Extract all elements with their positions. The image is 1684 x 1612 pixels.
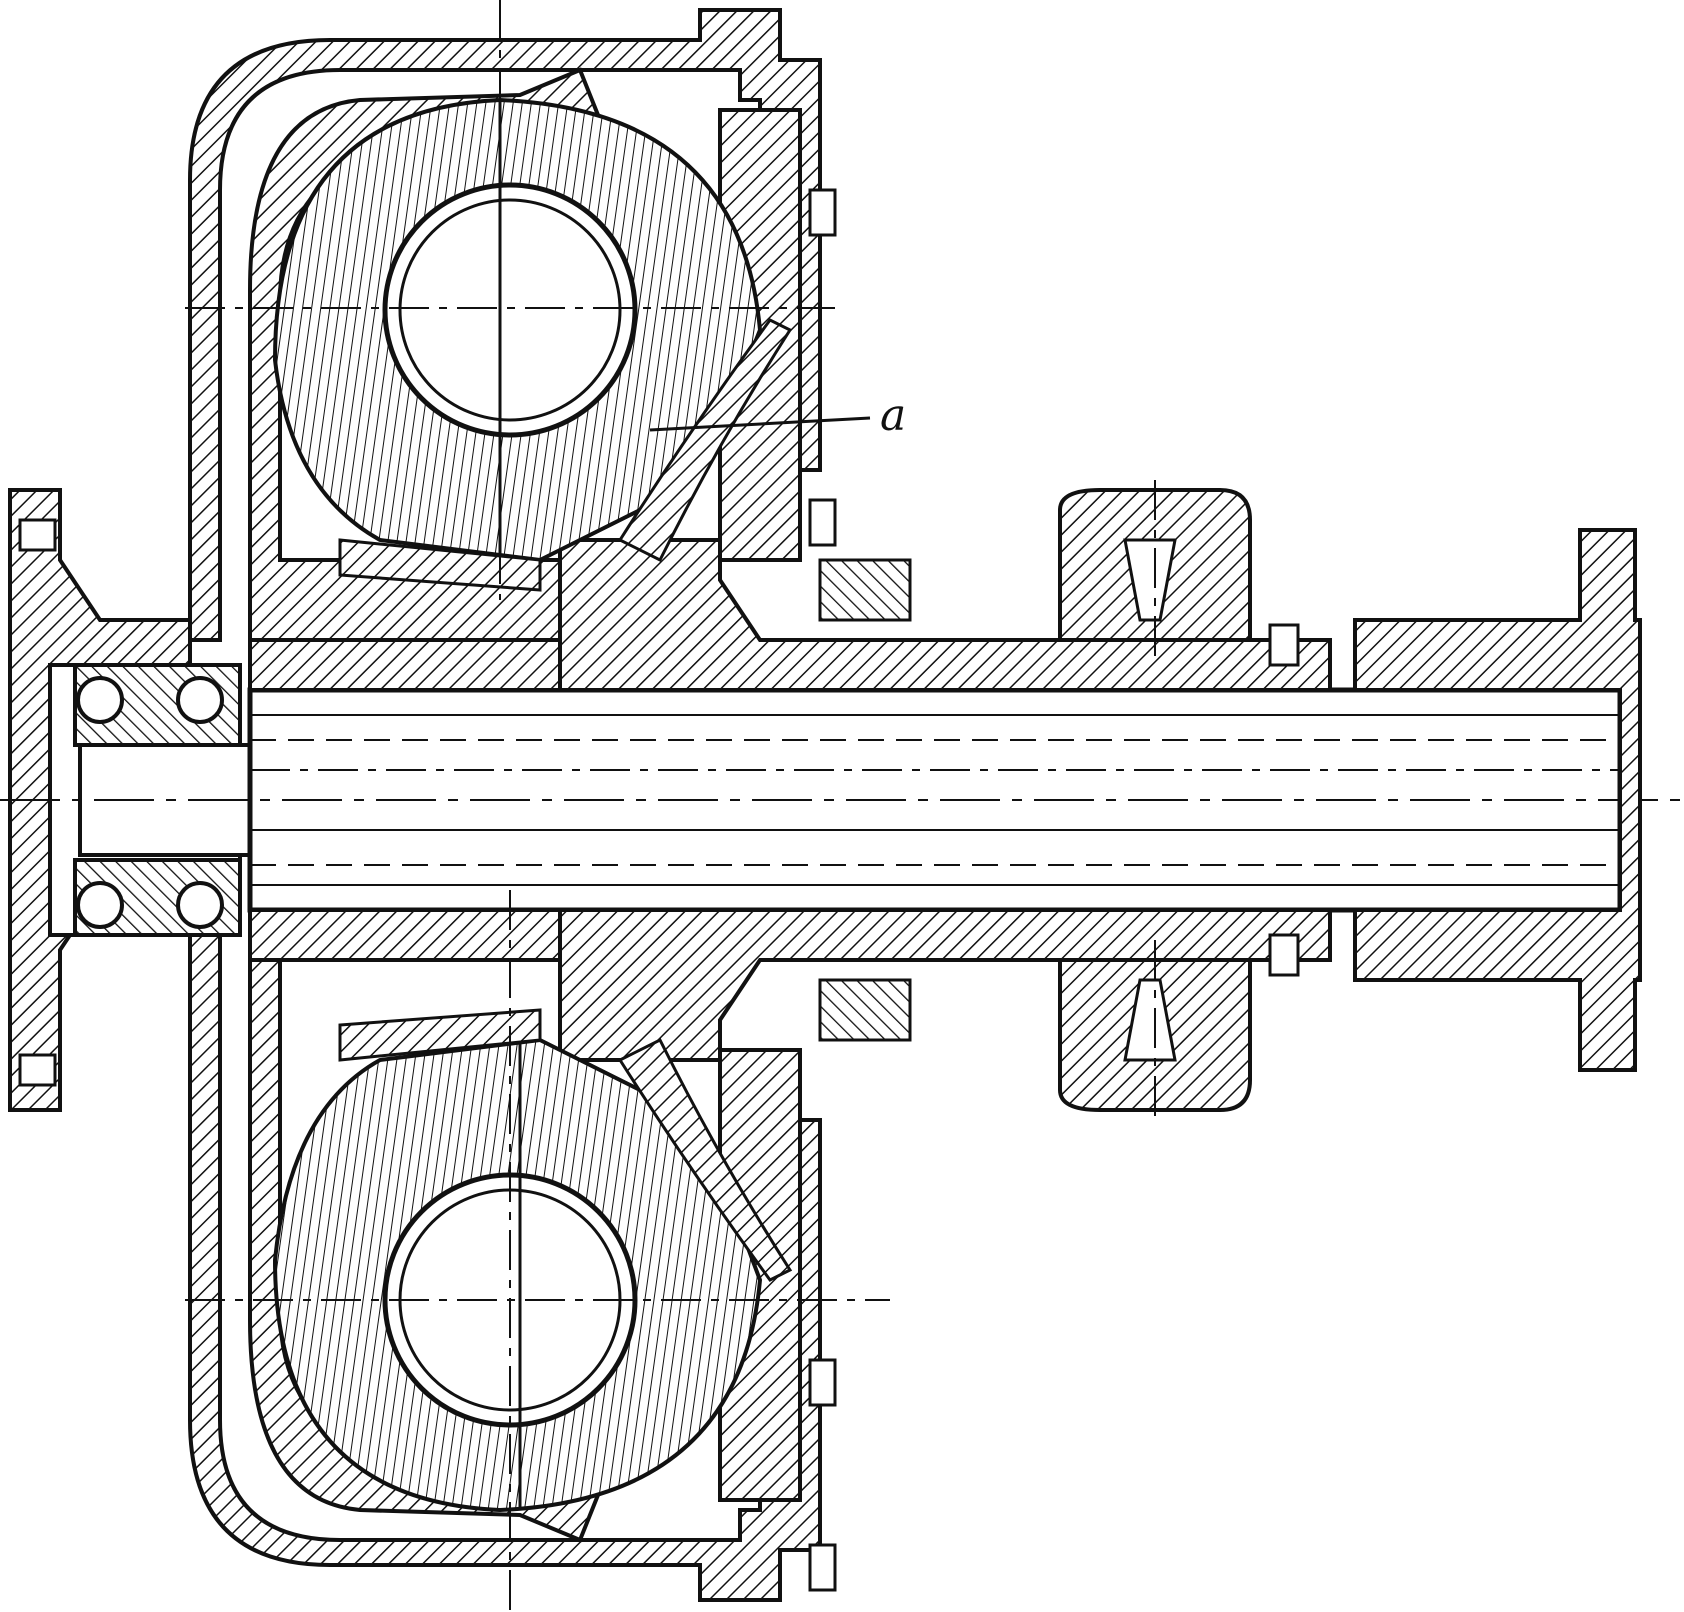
output-shaft (0, 687, 1684, 913)
turbine-torus-upper (272, 97, 793, 592)
hub-sleeve (248, 538, 1332, 1062)
label-a: a (880, 390, 906, 441)
casing-bolts (808, 188, 837, 1592)
label-a-callout: a (649, 390, 906, 441)
output-coupling (1353, 528, 1642, 1072)
turbine-torus-lower (272, 1008, 793, 1513)
ball-bearings (73, 663, 242, 937)
centre-lines (185, 0, 1156, 1612)
